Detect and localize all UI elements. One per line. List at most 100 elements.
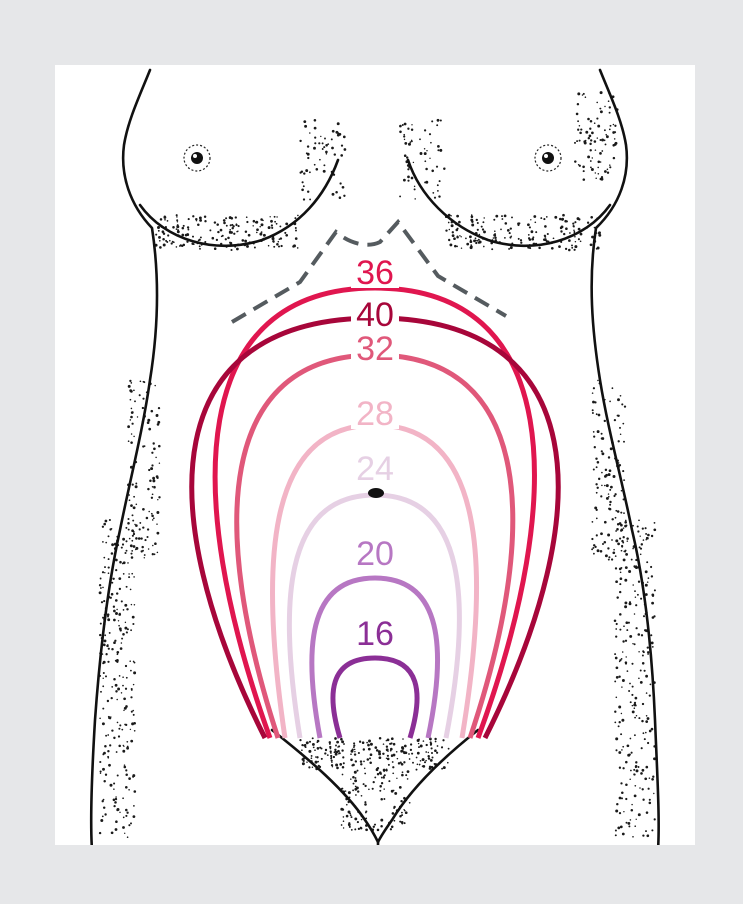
stipple-dot [563,233,565,235]
stipple-dot [115,796,117,798]
stipple-dot [610,486,613,489]
stipple-dot [642,650,644,652]
stipple-dot [386,746,388,748]
stipple-dot [385,769,387,771]
stipple-dot [322,148,324,150]
stipple-dot [554,216,557,219]
stipple-dot [115,828,118,831]
stipple-dot [607,172,609,174]
stipple-dot [493,237,495,239]
stipple-dot [566,220,568,222]
stipple-dot [223,222,226,225]
stipple-dot [649,777,651,779]
stipple-dot [139,528,141,530]
stipple-dot [119,613,121,615]
stipple-dot [620,395,622,397]
stipple-dot [199,248,201,250]
stipple-dot [437,184,439,186]
stipple-dot [222,235,224,237]
stipple-dot [256,228,259,231]
stipple-dot [358,752,360,754]
stipple-dot [368,748,371,751]
stipple-dot [432,192,434,194]
stipple-dot [152,477,155,480]
stipple-dot [619,538,621,540]
stipple-dot [343,827,344,828]
stipple-dot [193,243,195,245]
stipple-dot [604,521,607,524]
stipple-dot [122,543,124,545]
stipple-dot [103,780,105,782]
stipple-dot [578,218,580,220]
stipple-dot [383,788,384,789]
stipple-dot [131,689,133,691]
stipple-dot [122,676,124,678]
stipple-dot [339,182,341,184]
stipple-dot [393,806,395,808]
stipple-dot [621,550,623,552]
stipple-dot [614,419,616,421]
stipple-dot [595,149,597,151]
stipple-dot [332,130,335,133]
stipple-dot [615,628,617,630]
stipple-dot [230,224,232,226]
stipple-dot [151,515,154,518]
stipple-dot [152,486,154,488]
stipple-dot [132,774,135,777]
stipple-dot [159,240,161,242]
stipple-dot [167,234,169,236]
stipple-dot [638,813,641,816]
stipple-dot [111,543,114,546]
stipple-dot [329,743,331,745]
stipple-dot [634,643,636,645]
stipple-dot [246,221,248,223]
stipple-dot [99,761,101,763]
stipple-dot [294,217,296,219]
stipple-dot [439,149,442,152]
stipple-dot [623,512,625,514]
stipple-dot [593,435,595,437]
stipple-dot [158,496,160,498]
stipple-dot [589,135,592,138]
stipple-dot [102,678,103,679]
stipple-dot [130,629,132,631]
stipple-dot [508,248,510,250]
stipple-dot [547,233,549,235]
stipple-dot [125,665,127,667]
stipple-dot [133,684,134,685]
stipple-dot [608,508,610,510]
stipple-dot [124,764,126,766]
stipple-dot [632,584,634,586]
stipple-dot [388,764,390,766]
stipple-dot [226,225,228,227]
stipple-dot [306,761,308,763]
stipple-dot [551,247,554,250]
stipple-dot [404,142,407,145]
stipple-dot [100,691,102,693]
stipple-dot [127,522,130,525]
stipple-dot [419,138,421,140]
stipple-dot [640,681,643,684]
stipple-dot [604,475,607,478]
stipple-dot [140,537,142,539]
stipple-dot [604,420,606,422]
stipple-dot [120,647,123,650]
stipple-dot [365,810,367,812]
stipple-dot [558,245,561,248]
stipple-dot [600,110,603,113]
stipple-dot [102,587,104,589]
stipple-dot [129,660,131,662]
stipple-dot [119,724,121,726]
stipple-dot [607,169,609,171]
stipple-dot [99,584,101,586]
stipple-dot [590,139,592,141]
stipple-dot [382,753,384,755]
stipple-dot [108,558,110,560]
stipple-dot [331,757,333,759]
stipple-dot [601,485,603,487]
stipple-dot [635,761,637,763]
stipple-dot [368,740,371,743]
stipple-dot [216,223,219,226]
stipple-dot [645,584,648,587]
stipple-dot [380,819,383,822]
